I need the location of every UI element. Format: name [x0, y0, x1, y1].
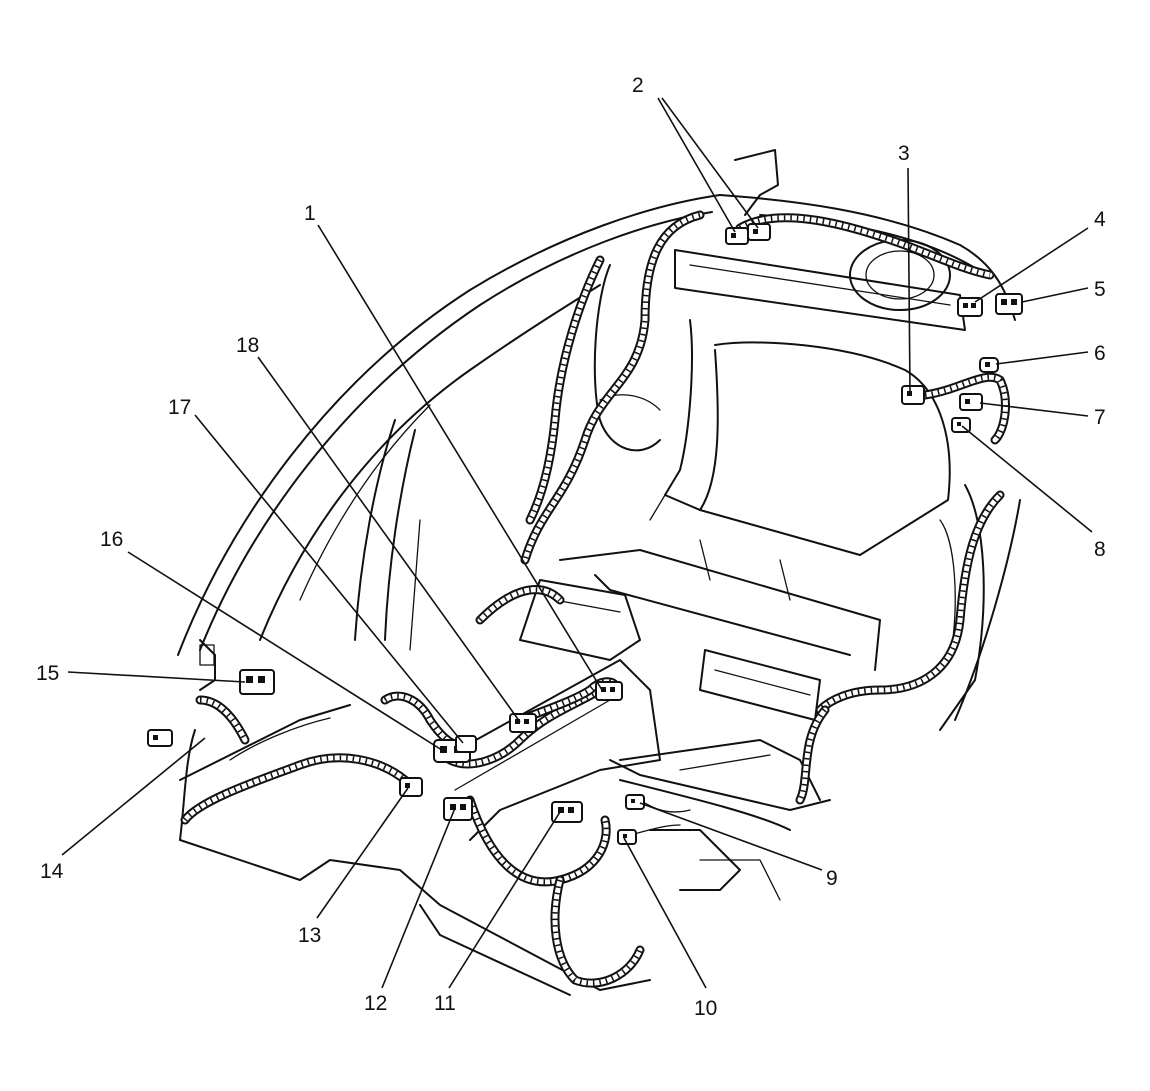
leader-2a — [657, 97, 736, 233]
leader-18 — [257, 356, 521, 723]
leader-12 — [381, 807, 456, 989]
leader-14 — [61, 737, 206, 856]
callout-13: 13 — [298, 924, 321, 947]
callout-6: 6 — [1094, 342, 1106, 365]
connector-11 — [551, 801, 583, 823]
harness-center-console — [445, 685, 605, 769]
connector-7 — [959, 393, 983, 411]
harness-right-rear-floor — [795, 705, 830, 805]
leader-6 — [995, 351, 1089, 365]
callout-7: 7 — [1094, 406, 1106, 429]
harness-left-c-pillar — [525, 255, 605, 525]
harness-left-a-pillar — [195, 695, 250, 745]
leader-1 — [317, 224, 603, 691]
leader-13 — [316, 787, 409, 919]
connector-12 — [443, 797, 473, 821]
connector-9 — [625, 794, 645, 810]
connector-4 — [957, 297, 983, 317]
connector-3 — [901, 385, 925, 405]
callout-17: 17 — [168, 396, 191, 419]
leader-17 — [194, 414, 464, 744]
callout-16: 16 — [100, 528, 123, 551]
harness-left-pillar — [520, 210, 705, 565]
connector-14 — [147, 729, 173, 747]
leader-7 — [979, 402, 1089, 417]
connector-5 — [995, 293, 1023, 315]
callout-14: 14 — [40, 860, 64, 883]
leader-4 — [974, 227, 1089, 303]
connector-1 — [595, 681, 623, 701]
callout-11: 11 — [434, 992, 456, 1015]
callout-labels: 1 2 3 4 5 6 7 8 9 10 11 12 13 14 15 16 1… — [36, 74, 1106, 1020]
callout-1: 1 — [304, 202, 316, 225]
harness-left-sill — [180, 753, 410, 825]
body-shell — [177, 149, 1021, 996]
harness-front-floor-loop — [550, 875, 645, 988]
leader-2b — [661, 97, 759, 229]
callout-18: 18 — [236, 334, 259, 357]
leader-8 — [961, 425, 1093, 533]
callout-15: 15 — [36, 662, 59, 685]
leader-11 — [448, 811, 561, 989]
leader-15 — [67, 671, 246, 683]
connector-2a — [725, 227, 749, 245]
leader-5 — [1021, 287, 1089, 303]
callout-12: 12 — [364, 992, 387, 1015]
callout-9: 9 — [826, 867, 838, 890]
leader-3 — [907, 167, 911, 393]
callout-8: 8 — [1094, 538, 1106, 561]
leader-10 — [623, 837, 707, 989]
callout-2: 2 — [632, 74, 644, 97]
leader-16 — [127, 551, 446, 753]
callout-3: 3 — [898, 142, 910, 165]
callout-10: 10 — [694, 997, 717, 1020]
connectors — [147, 223, 1023, 845]
harness-tunnel-rear — [475, 585, 565, 625]
leader-9 — [639, 802, 823, 871]
connector-13 — [399, 777, 423, 797]
connector-18 — [509, 713, 537, 733]
harness-right-quarter — [815, 490, 1005, 715]
harness-front-floor — [465, 795, 611, 887]
connector-6 — [979, 357, 999, 373]
harness-rear-deck — [735, 213, 995, 280]
harness-right-trunk — [920, 372, 1010, 445]
leader-lines — [61, 97, 1093, 989]
callout-4: 4 — [1094, 208, 1106, 231]
wiring-harnesses — [180, 210, 1010, 988]
connector-2b — [747, 223, 771, 241]
callout-5: 5 — [1094, 278, 1106, 301]
connector-15 — [239, 669, 275, 695]
